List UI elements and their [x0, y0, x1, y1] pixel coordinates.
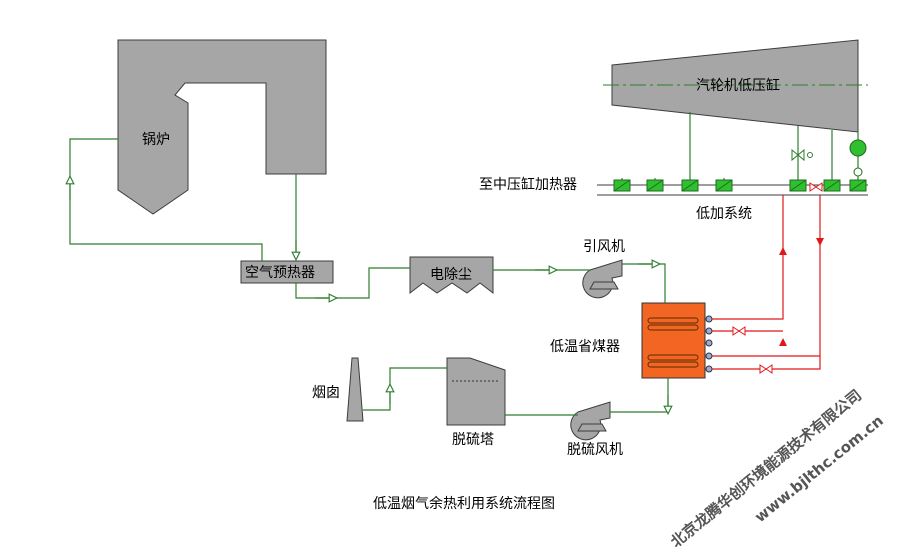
economizer-label: 低温省煤器	[550, 339, 620, 355]
induced-fan: 引风机	[582, 239, 625, 299]
chimney: 烟囱	[312, 357, 364, 422]
flue-gas-lines	[70, 138, 668, 416]
esp-label: 电除尘	[430, 267, 472, 283]
lp-heater	[613, 179, 631, 192]
desulf-fan-label: 脱硫风机	[567, 442, 623, 458]
lp-heater-header: 至中压缸加热器 低加系统	[479, 176, 868, 222]
watermark-company: 北京龙腾华创环境能源技术有限公司	[667, 386, 865, 551]
air-preheater: 空气预热器	[240, 260, 334, 284]
diagram-caption: 低温烟气余热利用系统流程图	[373, 495, 555, 512]
water-lines	[712, 195, 824, 370]
lp-heater	[681, 179, 699, 192]
to-ip-heater-label: 至中压缸加热器	[479, 176, 577, 193]
boiler: 锅炉	[117, 39, 327, 215]
turbine-label: 汽轮机低压缸	[696, 77, 780, 94]
electrostatic-precipitator: 电除尘	[409, 256, 494, 295]
desulfurization-fan: 脱硫风机	[567, 401, 623, 458]
lp-heater	[849, 179, 867, 192]
valve-icon	[759, 364, 773, 374]
valve-icon	[732, 326, 746, 336]
desulf-tower-label: 脱硫塔	[452, 432, 494, 448]
air-preheater-label: 空气预热器	[245, 265, 315, 281]
valve-icon	[791, 148, 813, 162]
low-temp-economizer: 低温省煤器	[550, 302, 706, 379]
valve-icon	[809, 182, 823, 192]
desulfurization-tower: 脱硫塔	[446, 357, 506, 448]
lp-heater	[823, 179, 841, 192]
boiler-label: 锅炉	[142, 132, 170, 148]
economizer-nozzles	[705, 315, 713, 373]
induced-fan-label: 引风机	[583, 239, 625, 255]
condensate-pump-icon	[849, 139, 867, 177]
chimney-label: 烟囱	[312, 385, 340, 401]
lp-heater	[789, 179, 807, 192]
lp-heating-label: 低加系统	[696, 206, 752, 222]
watermark: 北京龙腾华创环境能源技术有限公司 www.bjlthc.com.cn	[667, 386, 887, 551]
lp-heater	[646, 179, 664, 192]
turbine-lp-cylinder: 汽轮机低压缸	[603, 39, 868, 133]
lp-heater	[715, 179, 733, 192]
